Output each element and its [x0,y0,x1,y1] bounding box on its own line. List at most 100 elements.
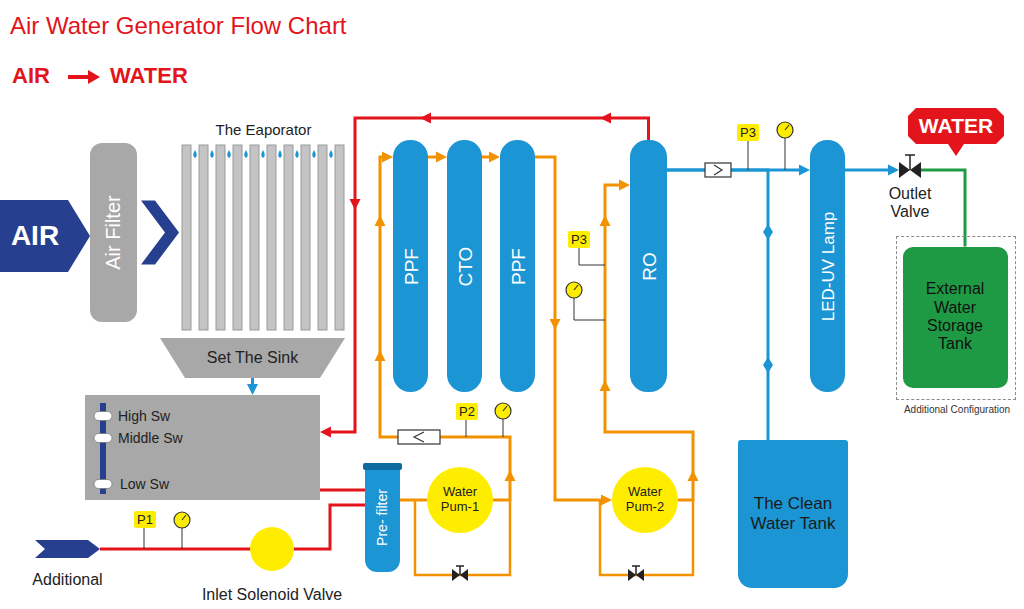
bypass-valve [628,569,636,581]
gauge-stem [182,528,183,549]
water-pump: Water Pum-2 [612,467,678,533]
valve-handle [459,566,461,575]
arrowhead [247,384,258,395]
check-valve [398,430,440,444]
water-drop [193,150,197,158]
arrowhead [619,180,630,191]
tag-stem [748,141,749,170]
arrowhead [799,165,810,176]
gauge-stem [503,419,504,437]
flow-line [535,157,612,506]
evaporator-outline [182,145,345,330]
arrowhead [600,215,611,226]
subtitle-arrow-shaft [68,75,90,79]
circle-shape [612,467,678,533]
node-text: High Sw [118,407,238,425]
node-text: LED-UV Lamp [810,144,845,388]
node-text: Pre- filter [365,467,400,568]
check-valve-mark [414,432,424,442]
node-text: Middle Sw [118,429,238,447]
arrowhead [489,152,500,163]
sink-shape [160,338,345,378]
valve-handle [456,565,464,567]
flow-line [845,165,899,176]
circle-shape [427,467,493,533]
node-text: WATER [908,108,1004,144]
additional-inlet-arrow: Additional [35,540,100,558]
evaporator-fin [267,145,276,330]
pipe-line [400,499,427,502]
ro-membrane: RO [630,140,667,392]
gauge-needle [503,406,507,411]
gauge-stem [574,298,605,320]
filter-cartridge: PPF [393,140,428,392]
evaporator-fin [233,145,242,330]
water-drop [244,150,248,158]
pipe-line [328,118,649,432]
pressure-tag: P1 [134,511,156,528]
water-drop [210,150,214,158]
evaporator-fin [335,145,344,330]
evaporator-fin [199,145,208,330]
check-valve-mark [714,165,722,175]
bypass-valve [452,569,460,581]
bypass-valve [636,569,644,581]
flow-line [400,500,427,501]
pipe-line [320,489,365,492]
evaporator-fin [318,145,327,330]
subtitle-word: AIR [12,63,50,89]
water-drop [312,150,316,158]
arrowhead [600,380,611,391]
valve-handle [905,154,915,156]
additional-inlet-arrow-outline [35,540,100,558]
arrowhead [505,470,516,481]
tag-stem [144,528,145,549]
arrowhead [350,199,361,210]
subtitle-arrow-head [88,70,100,84]
water-drop [278,150,282,158]
level-switch-float [94,412,112,421]
solenoid-valve-outline [250,527,294,571]
node-text: Additional Configuration [893,403,1021,416]
subtitle-word: WATER [110,63,188,89]
tag-stem [579,248,605,265]
collection-tank: High SwMiddle SwLow Sw [85,395,320,500]
flow-line [320,113,649,438]
pressure-gauge [174,512,190,528]
pre-filter: Pre- filter [365,463,400,572]
water-drop [227,150,231,158]
valve-handle [635,566,637,575]
valve-body [910,162,921,178]
pressure-gauge [495,403,511,419]
flow-line [247,378,258,395]
flow-line [482,152,500,163]
flow-line [141,201,179,265]
node-text: External Water Storage Tank [915,247,996,388]
node-text: The Clean Water Tank [746,440,840,588]
gauge-needle [574,285,578,290]
pressure-tag: P3 [568,231,590,248]
node-text: Air Filter [90,147,137,318]
arrowhead [382,152,393,163]
arrowhead [600,113,611,124]
pipe-line [100,548,250,551]
evaporator-fin [250,145,259,330]
valve-handle [909,155,911,170]
flow-line [428,152,447,163]
outlet-valve: Outlet Valve [899,162,921,178]
pressure-tag: P2 [456,403,478,420]
optional-config-frame: Additional ConfigurationExternal Water S… [896,236,1016,400]
water-pump: Water Pum-1 [427,467,493,533]
evaporator: The Eaporator [182,145,345,330]
arrowhead [375,350,386,361]
node-text: RO [630,144,667,388]
pressure-tag: P3 [737,124,759,141]
level-switch-float [94,480,112,489]
node-text: Inlet Solenoid Valve [170,585,374,605]
external-storage-tank: External Water Storage Tank [903,247,1008,388]
pipe-line [535,157,604,500]
gauge-needle [785,125,789,130]
arrowhead [375,215,386,226]
check-valve [705,163,731,177]
valve-body [899,162,910,178]
